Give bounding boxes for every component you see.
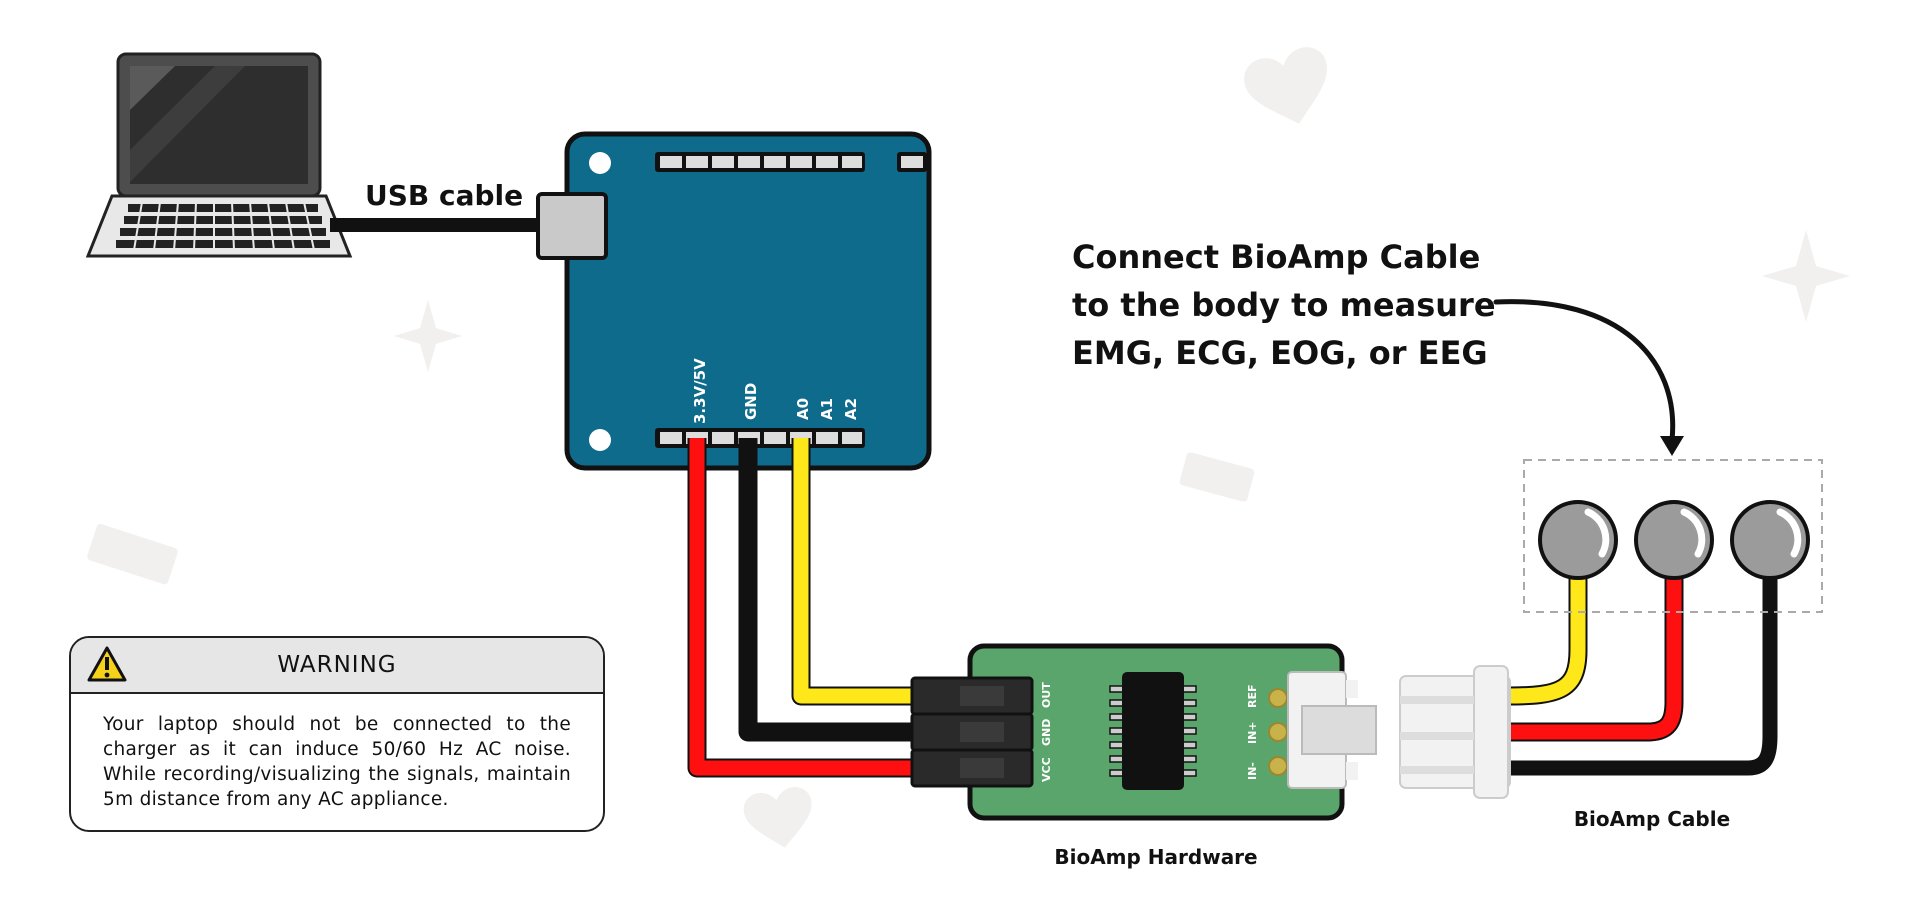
pin-label-hw-gnd: GND — [1040, 719, 1053, 746]
microcontroller-board — [536, 131, 932, 471]
warning-icon — [87, 646, 127, 682]
header-connectors — [910, 676, 1034, 788]
pin-label-a1: A1 — [818, 398, 836, 420]
bioamp-hardware — [910, 643, 1377, 821]
ic-chip — [1109, 672, 1197, 790]
pin-label-in-minus: IN- — [1246, 762, 1259, 780]
warning-text: Your laptop should not be connected to t… — [103, 714, 571, 810]
bioamp-hardware-label: BioAmp Hardware — [1054, 845, 1257, 869]
pin-label-hw-vcc: VCC — [1040, 757, 1053, 782]
wire-yellow — [791, 438, 918, 706]
pin-label-in-plus: IN+ — [1246, 721, 1259, 744]
jst-socket — [1287, 671, 1377, 789]
warning-box: WARNING Your laptop should not be connec… — [69, 636, 605, 832]
instruction-line-1: Connect BioAmp Cable — [1072, 238, 1480, 276]
usb-cable — [330, 218, 540, 232]
usb-port — [536, 192, 608, 260]
board-wires — [687, 438, 918, 778]
laptop-icon — [85, 52, 353, 258]
instruction-line-3: EMG, ECG, EOG, or EEG — [1072, 334, 1488, 372]
jst-plug — [1399, 665, 1511, 799]
warning-title: WARNING — [277, 652, 397, 678]
bioamp-cable — [1399, 459, 1823, 799]
electrode-icons — [1538, 500, 1810, 580]
pin-label-gnd: GND — [742, 383, 760, 420]
instruction-line-2: to the body to measure — [1072, 286, 1496, 324]
pin-label-a0: A0 — [794, 398, 812, 420]
usb-cable-label: USB cable — [365, 179, 523, 212]
pin-label-out: OUT — [1040, 682, 1053, 708]
bioamp-cable-label: BioAmp Cable — [1574, 807, 1730, 831]
arrow-icon — [1493, 299, 1684, 456]
pin-label-a2: A2 — [842, 398, 860, 420]
pin-label-vcc: 3.3V/5V — [691, 358, 709, 424]
pin-label-ref: REF — [1246, 685, 1259, 709]
pads — [1268, 688, 1288, 776]
warning-header: WARNING — [71, 638, 603, 694]
background-decorations — [87, 47, 1850, 848]
